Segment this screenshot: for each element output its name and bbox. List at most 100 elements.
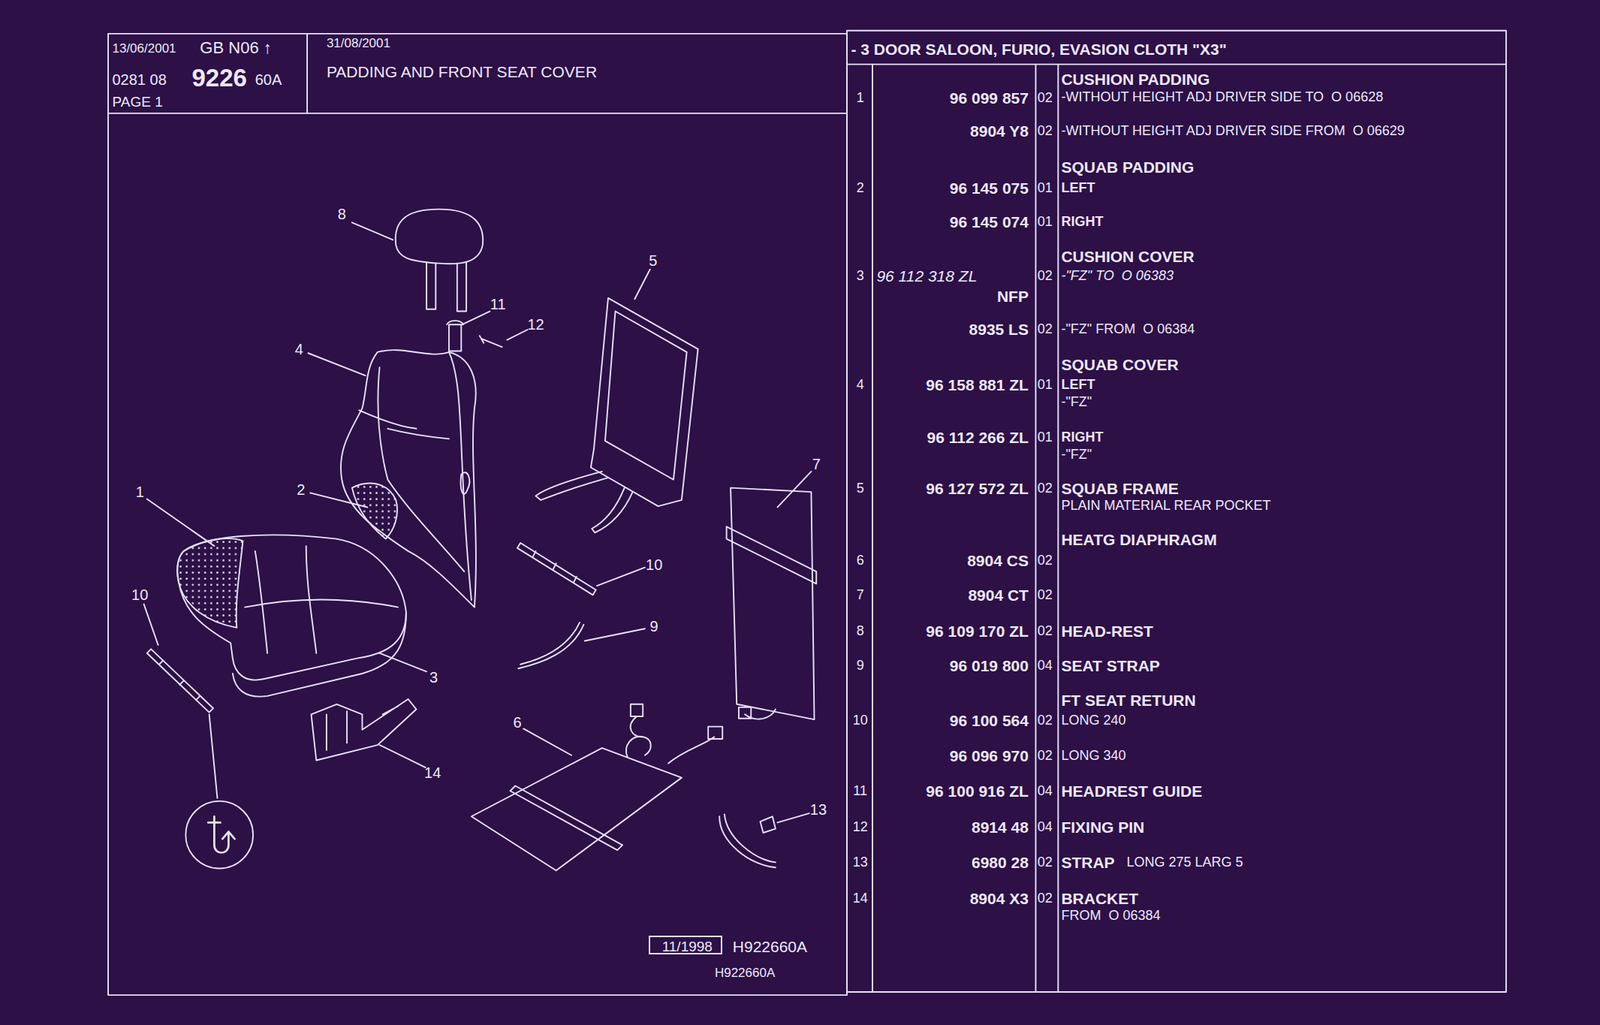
part-number: 96 100 564 xyxy=(949,712,1029,729)
part-heading: FT SEAT RETURN xyxy=(1060,692,1196,709)
quantity: 02 xyxy=(1037,90,1053,105)
part-note: -WITHOUT HEIGHT ADJ DRIVER SIDE FROM O 0… xyxy=(1060,123,1405,138)
symbol-circle xyxy=(185,801,254,869)
part-note: -WITHOUT HEIGHT ADJ DRIVER SIDE TO O 066… xyxy=(1060,90,1384,104)
part-number: 96 112 266 ZL xyxy=(926,428,1028,445)
quantity: 02 xyxy=(1037,748,1053,763)
drawing-ref: H922660A xyxy=(732,937,808,954)
part-heading: CUSHION PADDING xyxy=(1060,70,1210,87)
part-note: -"FZ" xyxy=(1060,447,1092,462)
quantity: 01 xyxy=(1037,214,1053,229)
quantity: 02 xyxy=(1037,123,1053,138)
rule xyxy=(871,64,874,992)
item-number: 14 xyxy=(852,891,868,905)
quantity: 02 xyxy=(1037,553,1053,567)
part-note: FROM O 06384 xyxy=(1060,908,1161,923)
headrest-guide xyxy=(446,320,464,351)
part-number: 96 100 916 ZL xyxy=(925,783,1029,799)
rule xyxy=(1034,64,1037,992)
callout-number: 9 xyxy=(650,618,659,634)
part-number: NFP xyxy=(997,288,1029,305)
item-number: 5 xyxy=(856,481,865,495)
seat-return xyxy=(517,542,597,595)
part-note: LONG 240 xyxy=(1060,713,1126,727)
callout-number: 14 xyxy=(424,765,441,781)
part-heading: SEAT STRAP xyxy=(1060,657,1160,674)
frame xyxy=(846,30,1507,992)
date: 13/06/2001 xyxy=(111,41,176,55)
page-title: PADDING AND FRONT SEAT COVER xyxy=(326,63,597,80)
part-note: PLAIN MATERIAL REAR POCKET xyxy=(1060,498,1271,513)
part-number: 8904 CS xyxy=(967,552,1029,569)
squab-frame xyxy=(590,298,699,507)
hook-symbol xyxy=(207,816,235,853)
leader-line xyxy=(144,222,812,823)
catalogue-code: 60A xyxy=(255,72,283,88)
part-number: 8904 X3 xyxy=(970,889,1029,906)
page-number: PAGE 1 xyxy=(111,93,163,109)
item-number: 11 xyxy=(852,783,868,798)
part-heading: HEADREST GUIDE xyxy=(1060,783,1203,799)
part-number: 8904 CT xyxy=(967,587,1029,603)
bracket xyxy=(311,699,417,761)
date: 11/1998 xyxy=(662,939,713,954)
date: 31/08/2001 xyxy=(326,36,391,50)
part-number: 8904 Y8 xyxy=(970,122,1029,139)
drawing-ref: H922660A xyxy=(714,966,775,980)
catalogue-code: GB N06 ↑ xyxy=(199,39,272,57)
callout-number: 1 xyxy=(135,484,145,500)
callout-number: 12 xyxy=(527,316,544,332)
diaphragm-strip xyxy=(726,526,817,584)
header-cell: 13/06/2001GB N06 ↑0281 08922660APAGE 1 xyxy=(108,33,308,114)
quantity: 01 xyxy=(1037,180,1053,195)
part-number: 96 158 881 ZL xyxy=(925,376,1029,393)
quantity: 04 xyxy=(1037,783,1053,798)
part-heading: SQUAB COVER xyxy=(1060,356,1179,373)
part-note: LONG 340 xyxy=(1060,748,1126,763)
callout-number: 6 xyxy=(512,714,522,730)
quantity: 04 xyxy=(1037,658,1053,672)
part-number: 96 019 800 xyxy=(949,657,1029,674)
part-note: -"FZ" xyxy=(1060,394,1092,409)
callout-number: 10 xyxy=(645,557,663,573)
part-side: RIGHT xyxy=(1060,430,1103,444)
part-heading: HEATG DIAPHRAGM xyxy=(1060,530,1217,547)
part-note: LONG 275 LARG 5 xyxy=(1126,855,1243,869)
rule xyxy=(108,112,847,115)
part-heading: SQUAB FRAME xyxy=(1060,479,1179,496)
part-number: 96 112 318 ZL xyxy=(876,267,977,284)
callout-number: 10 xyxy=(131,587,148,603)
model-heading: - 3 DOOR SALOON, FURIO, EVASION CLOTH "X… xyxy=(850,41,1227,58)
quantity: 02 xyxy=(1037,587,1053,602)
date-box: 11/1998 xyxy=(648,935,723,954)
quantity: 01 xyxy=(1037,430,1053,444)
item-number: 7 xyxy=(856,587,865,602)
item-number: 6 xyxy=(856,553,865,567)
table-header: - 3 DOOR SALOON, FURIO, EVASION CLOTH "X… xyxy=(846,30,1507,65)
callout-number: 8 xyxy=(337,206,347,222)
part-number: 96 109 170 ZL xyxy=(925,622,1029,639)
cushion-padding xyxy=(177,538,243,628)
part-number: 8914 48 xyxy=(971,818,1029,835)
diaphragm-wire xyxy=(738,707,776,720)
quantity: 02 xyxy=(1037,268,1053,283)
title-cell: 31/08/2001PADDING AND FRONT SEAT COVER xyxy=(307,33,847,114)
part-number: 96 096 970 xyxy=(949,747,1029,763)
part-heading: BRACKET xyxy=(1060,889,1139,906)
callout-number: 2 xyxy=(296,482,305,498)
callout-number: 4 xyxy=(295,341,304,357)
part-heading: SQUAB PADDING xyxy=(1060,158,1194,175)
callout-number: 5 xyxy=(648,253,657,269)
quantity: 02 xyxy=(1037,855,1053,869)
frame xyxy=(108,33,847,995)
part-number: 96 145 074 xyxy=(949,213,1029,230)
part-number: 96 145 075 xyxy=(949,180,1029,196)
part-number: 6980 28 xyxy=(971,854,1029,871)
headrest xyxy=(395,209,483,265)
item-number: 9 xyxy=(856,658,865,672)
quantity: 02 xyxy=(1037,713,1053,727)
headrest-posts xyxy=(426,262,467,311)
callout-number: 11 xyxy=(490,296,507,312)
cushion-cover xyxy=(177,534,407,680)
